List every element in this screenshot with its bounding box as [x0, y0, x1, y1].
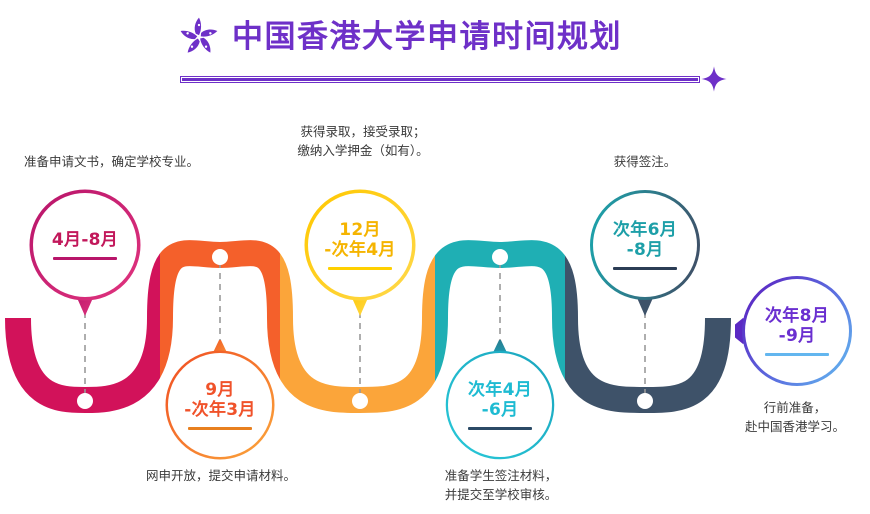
page-title: 中国香港大学申请时间规划: [232, 18, 622, 55]
bubble-underline-stage-2: [187, 427, 253, 430]
bubble-label-stage-6: 次年8月 -9月: [764, 306, 830, 347]
bubble-wrap-stage-2[interactable]: 9月 -次年3月: [161, 340, 279, 464]
caption-stage-5: 获得签注。: [613, 154, 677, 169]
bubble-label-stage-1: 4月-8月: [51, 230, 119, 251]
bubble-label-stage-5: 次年6月 -8月: [612, 220, 678, 261]
bubble-underline-stage-3: [327, 267, 393, 270]
caption-stage-3: 获得录取，接受录取； 缴纳入学押金（如有）。: [297, 124, 429, 159]
bubble-wrap-stage-1[interactable]: 4月-8月: [26, 186, 144, 318]
four-point-sparkle-icon: [700, 65, 728, 93]
caption-stage-4: 准备学生签注材料， 并提交至学校审核。: [444, 468, 558, 503]
bubble-stage-3[interactable]: 12月 -次年4月: [308, 193, 412, 297]
bubble-underline-stage-5: [612, 267, 678, 270]
caption-stage-6: 行前准备， 赴中国香港学习。: [744, 400, 845, 435]
bubble-underline-stage-1: [52, 257, 118, 260]
bubble-underline-stage-6: [764, 353, 830, 356]
header: 中国香港大学申请时间规划: [0, 8, 870, 94]
bubble-stage-6[interactable]: 次年8月 -9月: [745, 279, 849, 383]
title-group: 中国香港大学申请时间规划: [176, 14, 622, 60]
caption-stage-1: 准备申请文书，确定学校专业。: [23, 154, 199, 169]
bubble-stage-5[interactable]: 次年6月 -8月: [593, 193, 697, 297]
bubble-label-stage-3: 12月 -次年4月: [324, 220, 396, 261]
bubble-label-stage-4: 次年4月 -6月: [467, 380, 533, 421]
bubble-wrap-stage-4[interactable]: 次年4月 -6月: [441, 340, 559, 464]
bubble-stage-4[interactable]: 次年4月 -6月: [448, 353, 552, 457]
bauhinia-flower-icon: [176, 14, 222, 60]
wave-node-dots: [77, 249, 653, 409]
bubble-label-stage-2: 9月 -次年3月: [184, 380, 256, 421]
bubble-wrap-stage-6[interactable]: 次年8月 -9月: [735, 272, 865, 390]
bubble-underline-stage-4: [467, 427, 533, 430]
bubble-stage-1[interactable]: 4月-8月: [33, 193, 137, 297]
caption-stage-2: 网申开放，提交申请材料。: [145, 468, 296, 483]
bubble-stage-2[interactable]: 9月 -次年3月: [168, 353, 272, 457]
title-underline-rule: [180, 76, 700, 83]
bubble-wrap-stage-3[interactable]: 12月 -次年4月: [301, 186, 419, 318]
bubble-wrap-stage-5[interactable]: 次年6月 -8月: [586, 186, 704, 318]
